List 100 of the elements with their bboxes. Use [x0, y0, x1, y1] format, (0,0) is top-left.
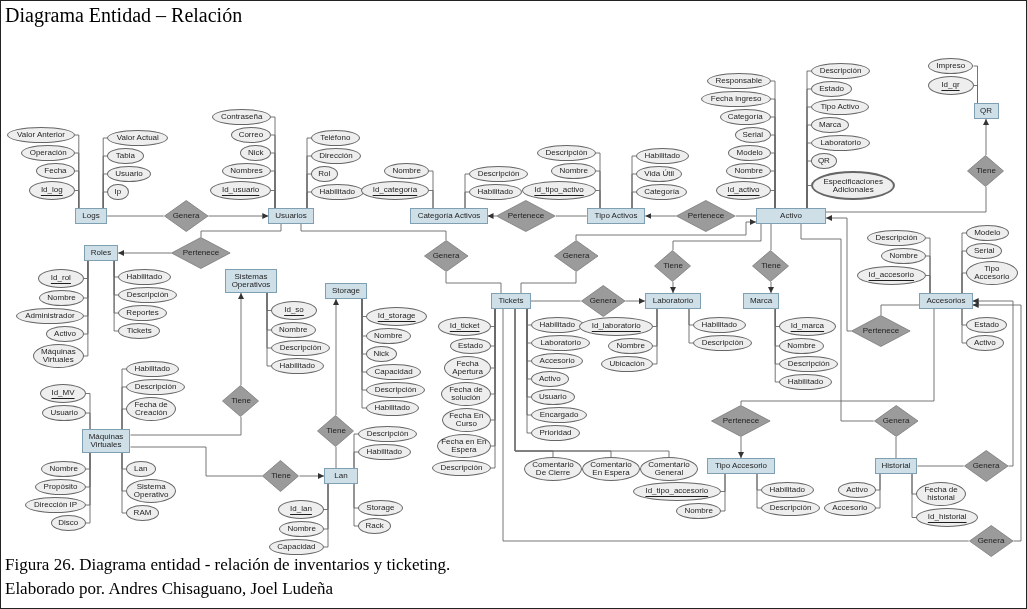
- attribute-ellipse: Comentario De Cierre: [523, 457, 583, 481]
- attribute-ellipse: Descripción: [811, 63, 871, 79]
- attribute-ellipse: Encargado: [531, 407, 588, 423]
- connector-line: [121, 452, 127, 470]
- attribute-ellipse: Fecha de historial: [916, 482, 967, 506]
- attribute-ellipse: Habilitado: [311, 184, 364, 200]
- connector-line: [756, 473, 762, 509]
- relationship-diamond: Genera: [163, 200, 209, 232]
- connector-line: [353, 483, 359, 509]
- attribute-ellipse: Descripción: [271, 340, 331, 356]
- attribute-ellipse: Descripción: [761, 500, 821, 516]
- connector-line: [445, 271, 502, 294]
- connector-line: [520, 271, 577, 294]
- attribute-ellipse: Valor Actual: [107, 130, 169, 146]
- attribute-ellipse: Nombre: [41, 461, 86, 477]
- attribute-ellipse: Ubicación: [601, 356, 653, 372]
- attribute-ellipse: Categoría: [636, 184, 688, 200]
- attribute-ellipse: Descripción: [431, 460, 491, 476]
- key-attribute-ellipse: Id_MV: [40, 384, 86, 403]
- attribute-ellipse: Tipo Activo: [811, 99, 869, 115]
- attribute-ellipse: Impreso: [927, 58, 974, 74]
- connector-line: [85, 452, 91, 524]
- attribute-ellipse: Nombre: [384, 163, 429, 179]
- relationship-diamond: Tiene: [654, 250, 692, 282]
- connector-line: [652, 308, 658, 365]
- diagram-title: Diagrama Entidad – Relación: [5, 4, 243, 27]
- entity-box: Usuarios: [268, 208, 314, 224]
- entity-box: Tickets: [490, 293, 532, 309]
- connector-line: [961, 308, 967, 326]
- connector-line: [895, 436, 897, 459]
- connector-line: [514, 308, 670, 458]
- attribute-ellipse: Fecha Apertura: [444, 356, 491, 380]
- connector-line: [735, 215, 757, 217]
- key-attribute-ellipse: Id_so: [271, 301, 317, 320]
- entity-box: Accesorios: [919, 293, 973, 309]
- entity-box: Activo: [756, 208, 826, 224]
- attribute-ellipse: Descripción: [866, 230, 926, 246]
- attribute-ellipse: Habilitado: [271, 358, 324, 374]
- entity-box: Roles: [83, 245, 119, 261]
- attribute-ellipse: Descripción: [536, 145, 596, 161]
- attribute-ellipse: Habilitado: [126, 361, 179, 377]
- attribute-ellipse: Accesorio: [531, 353, 584, 369]
- connector-line: [530, 300, 582, 302]
- connector-line: [85, 412, 91, 430]
- attribute-ellipse: Nick: [366, 346, 397, 362]
- key-attribute-ellipse: Id_accesorio: [856, 266, 926, 285]
- key-attribute-ellipse: Id_ticket: [438, 317, 491, 336]
- attribute-ellipse: Modelo: [728, 145, 771, 161]
- attribute-ellipse: Nombres: [222, 163, 271, 179]
- relationship-diamond: Genera: [873, 405, 919, 437]
- key-attribute-ellipse: Id_tipo_accesorio: [632, 482, 721, 501]
- attribute-ellipse: Teléfono: [311, 130, 360, 146]
- attribute-ellipse: Modelo: [966, 225, 1009, 241]
- connector-line: [800, 223, 875, 422]
- attribute-ellipse: Nombre: [779, 338, 824, 354]
- attribute-ellipse: Activo: [966, 335, 1004, 351]
- connector-line: [200, 223, 282, 238]
- attribute-ellipse: Habilitado: [761, 482, 814, 498]
- connector-line: [502, 308, 970, 542]
- attribute-ellipse: Activo: [531, 371, 569, 387]
- attribute-ellipse: Fecha en En Espera: [436, 434, 491, 458]
- attribute-ellipse: Usuario: [531, 389, 575, 405]
- connector-line: [555, 215, 588, 217]
- key-attribute-ellipse: Id_laboratorio: [579, 317, 653, 336]
- connector-line: [306, 191, 312, 209]
- key-attribute-ellipse: Id_rol: [37, 269, 84, 288]
- attribute-ellipse: Propósito: [35, 479, 86, 495]
- connector-line: [130, 416, 242, 436]
- attribute-ellipse: Fecha: [36, 163, 75, 179]
- attribute-ellipse: Tabla: [107, 148, 144, 164]
- attribute-ellipse: Nombre: [676, 503, 721, 519]
- connector-line: [113, 260, 119, 278]
- connector-line: [106, 215, 165, 217]
- attribute-ellipse: Nombre: [39, 290, 84, 306]
- key-attribute-ellipse: Id_lan: [278, 500, 324, 519]
- entity-box: Marca: [742, 293, 780, 309]
- key-attribute-ellipse: Id_qr: [927, 76, 974, 95]
- connector-line: [672, 223, 762, 251]
- relationship-diamond: Tiene: [222, 385, 260, 417]
- connector-line: [102, 191, 108, 209]
- key-attribute-ellipse: Id_marca: [779, 317, 836, 336]
- key-attribute-ellipse: Id_categoría: [360, 181, 429, 200]
- connector-line: [300, 223, 447, 241]
- attribute-ellipse: Administrador: [15, 308, 84, 324]
- attribute-ellipse: Laboratorio: [531, 335, 591, 351]
- attribute-ellipse: Descripción: [366, 382, 426, 398]
- attribute-ellipse: Capacidad: [366, 364, 422, 380]
- connector-line: [266, 292, 272, 367]
- attribute-ellipse: Rack: [358, 518, 392, 534]
- attribute-ellipse: Nombre: [608, 338, 653, 354]
- attribute-ellipse: Tickets: [118, 323, 161, 339]
- attribute-ellipse: Nombre: [881, 248, 926, 264]
- attribute-ellipse: Capacidad: [268, 539, 324, 555]
- attribute-ellipse: Nick: [240, 145, 271, 161]
- attribute-ellipse: Estado: [811, 81, 853, 97]
- connector-line: [631, 191, 637, 209]
- relationship-diamond: Pertenece: [711, 405, 771, 437]
- connector-line: [774, 308, 780, 383]
- attribute-ellipse: Estado: [449, 338, 491, 354]
- attribute-ellipse: Descripción: [779, 356, 839, 372]
